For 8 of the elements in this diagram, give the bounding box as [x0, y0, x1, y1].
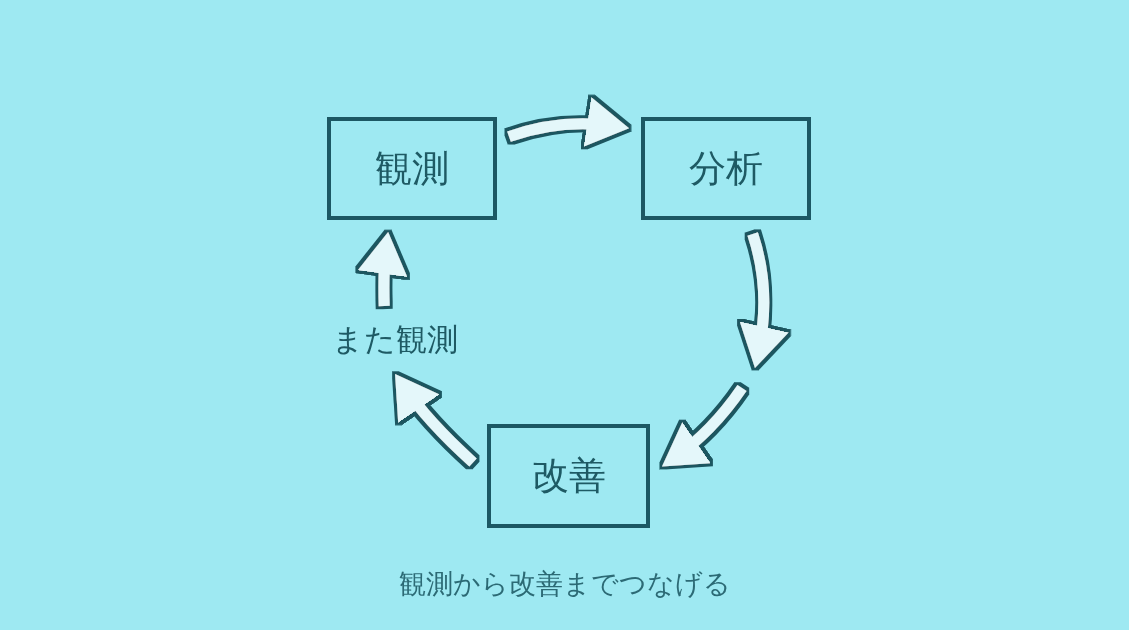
process-box: 改善: [487, 424, 650, 528]
process-box: 観測: [327, 117, 497, 220]
process-box: 分析: [641, 117, 811, 220]
arrow: [358, 232, 408, 307]
step-label: また観測: [318, 318, 472, 362]
arrow: [739, 232, 789, 369]
caption: 観測から改善までつなげる: [398, 567, 731, 601]
arrow: [662, 384, 747, 467]
